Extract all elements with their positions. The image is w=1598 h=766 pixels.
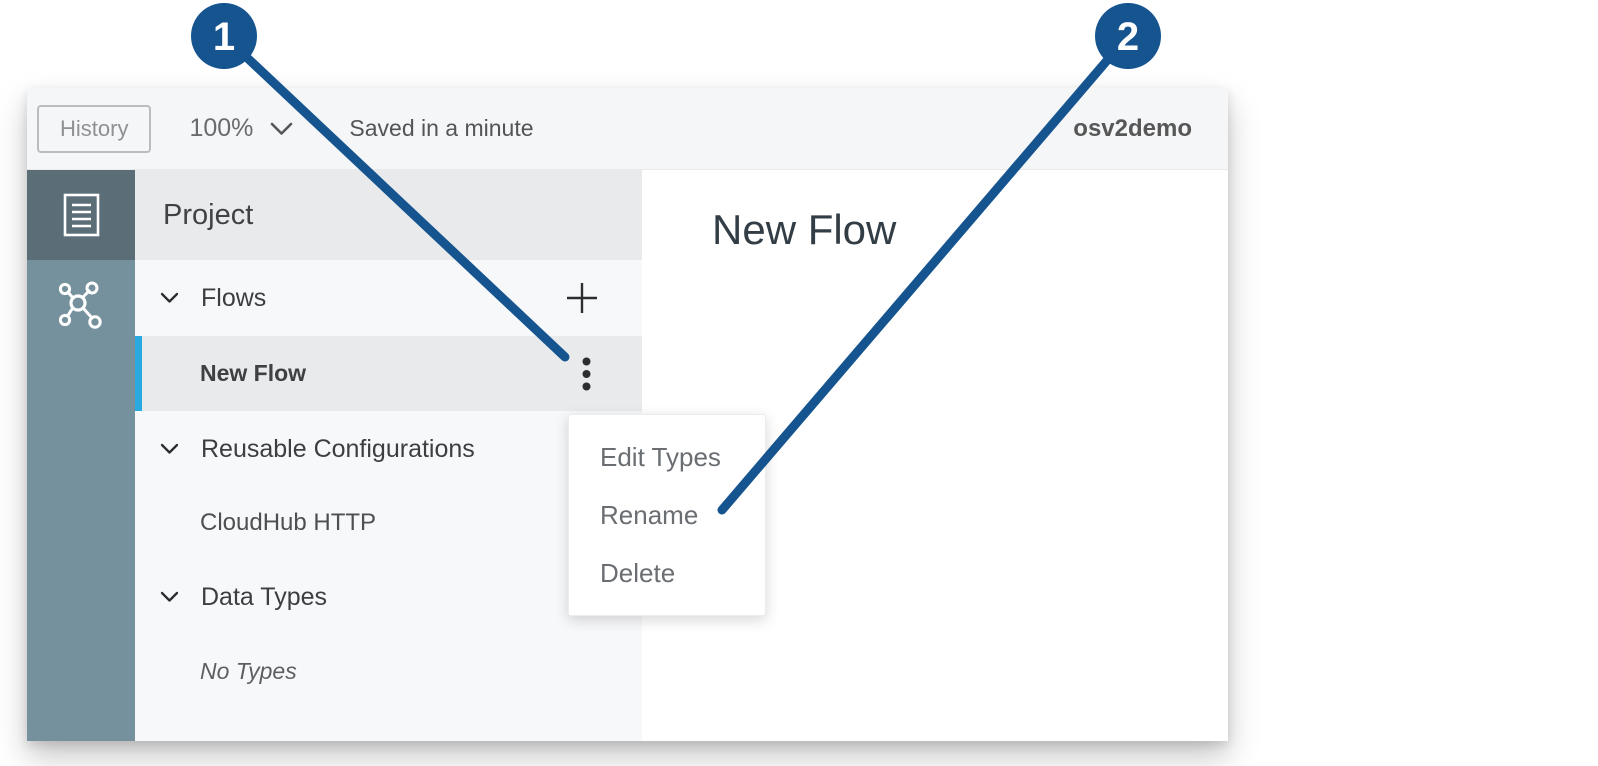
no-types-label: No Types: [200, 657, 297, 684]
tree-section-data-types[interactable]: Data Types: [135, 559, 642, 635]
history-button[interactable]: History: [37, 104, 152, 153]
menu-item-rename[interactable]: Rename: [600, 499, 699, 530]
flow-context-menu: Edit Types Rename Delete: [568, 414, 766, 616]
tree-item-cloudhub-http[interactable]: CloudHub HTTP: [135, 487, 642, 559]
chevron-down-icon: [160, 591, 179, 603]
flow-network-icon: [58, 281, 104, 329]
tree-item-no-types: No Types: [135, 635, 642, 707]
project-name: osv2demo: [1073, 114, 1192, 142]
canvas-flow-title: New Flow: [712, 206, 897, 253]
flow-kebab-menu-button[interactable]: [582, 357, 591, 391]
menu-item-delete[interactable]: Delete: [600, 557, 676, 588]
sidebar-tab-project[interactable]: [27, 170, 135, 260]
panel-title-label: Project: [163, 198, 254, 231]
add-flow-button[interactable]: [566, 282, 598, 314]
tree-section-reusable-configurations[interactable]: Reusable Configurations: [135, 411, 642, 487]
chevron-down-icon: [160, 443, 179, 455]
reusable-section-label: Reusable Configurations: [201, 434, 475, 463]
zoom-dropdown[interactable]: 100%: [189, 114, 293, 143]
cloudhub-http-label: CloudHub HTTP: [200, 509, 377, 536]
callout-2-circle: [1095, 3, 1161, 69]
tree-section-flows[interactable]: Flows: [135, 260, 642, 336]
callout-2-number: 2: [1117, 15, 1139, 59]
document-icon: [63, 193, 100, 237]
chevron-down-icon: [160, 292, 179, 304]
save-status: Saved in a minute: [349, 115, 534, 141]
flows-section-label: Flows: [201, 283, 267, 312]
panel-title: Project: [135, 170, 642, 260]
data-types-section-label: Data Types: [201, 582, 328, 611]
zoom-level: 100%: [189, 114, 254, 142]
callout-1-circle: [191, 3, 257, 69]
icon-sidebar: [27, 170, 135, 741]
project-panel: Project Flows: [135, 170, 642, 741]
sidebar-tab-flow[interactable]: [27, 260, 135, 350]
toolbar: History 100% Saved in a minute osv2demo: [27, 88, 1228, 170]
tree-item-new-flow[interactable]: New Flow: [135, 336, 642, 411]
callout-1-number: 1: [213, 15, 235, 59]
new-flow-label: New Flow: [200, 360, 307, 386]
menu-item-edit-types[interactable]: Edit Types: [600, 441, 721, 472]
chevron-down-icon: [270, 122, 293, 136]
